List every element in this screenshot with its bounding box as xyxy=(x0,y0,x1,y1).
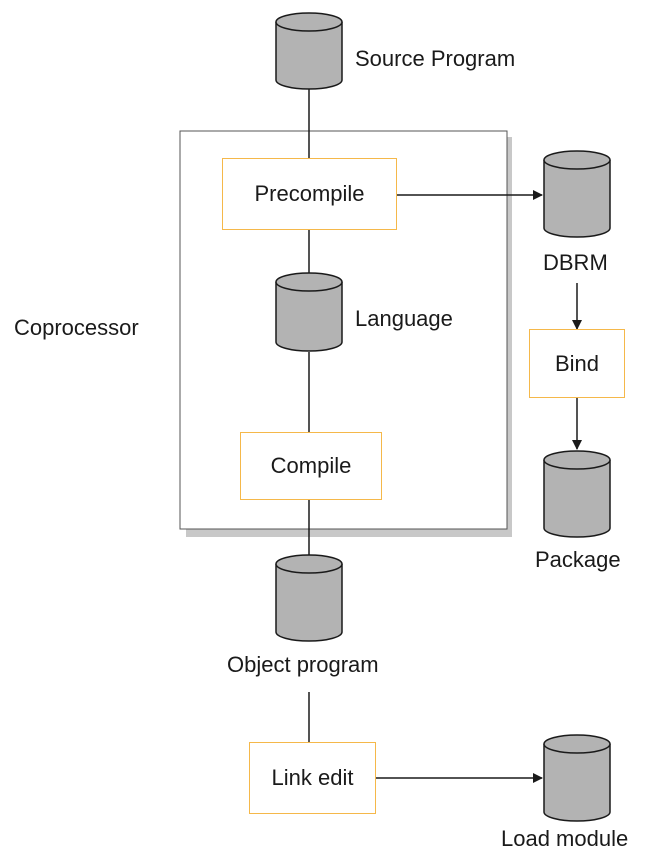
database-cylinder-icon xyxy=(275,12,343,90)
database-cylinder-icon xyxy=(543,450,611,538)
load-module-label: Load module xyxy=(501,826,629,851)
database-cylinder-icon xyxy=(543,150,611,238)
dbrm-label: DBRM xyxy=(543,250,608,275)
database-cylinder-icon xyxy=(543,734,611,822)
coprocessor-label: Coprocessor xyxy=(14,315,139,340)
object-program-label: Object program xyxy=(227,652,379,677)
link-edit-box: Link edit xyxy=(249,742,376,814)
package-label: Package xyxy=(535,547,621,572)
database-cylinder-icon xyxy=(275,554,343,642)
bind-box: Bind xyxy=(529,329,625,398)
precompile-box: Precompile xyxy=(222,158,397,230)
compile-box: Compile xyxy=(240,432,382,500)
source-program-label: Source Program xyxy=(355,46,516,71)
database-cylinder-icon xyxy=(275,272,343,352)
language-label: Language xyxy=(355,306,453,331)
